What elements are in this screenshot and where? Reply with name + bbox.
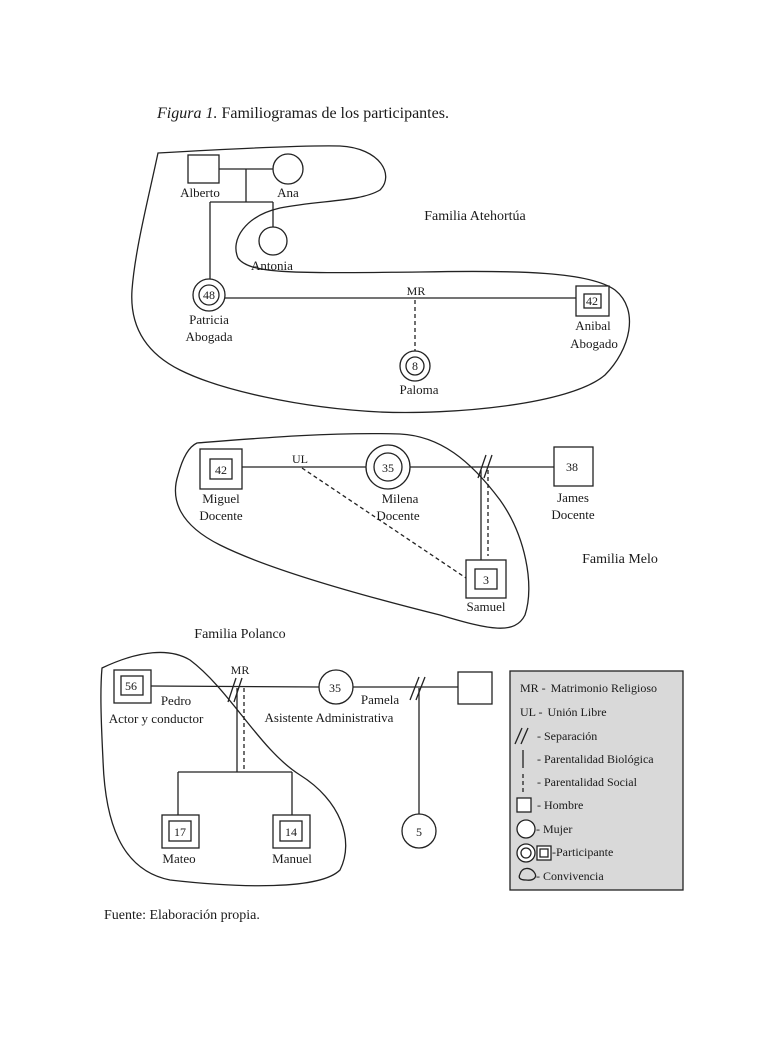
samuel-name: Samuel xyxy=(467,599,506,614)
antonia-female-symbol xyxy=(258,226,288,256)
paloma-age: 8 xyxy=(412,359,418,373)
family-melo-label: Familia Melo xyxy=(582,552,658,567)
legend-item-female: - Mujer xyxy=(536,822,572,836)
manuel-name: Manuel xyxy=(272,851,312,866)
anibal-occupation: Abogado xyxy=(570,336,618,351)
source-note: Fuente: Elaboración propia. xyxy=(104,908,260,923)
male-square-icon xyxy=(516,797,532,813)
figure-label: Figura 1. xyxy=(156,105,217,122)
pamela-age: 35 xyxy=(329,681,341,695)
cohabitation-icon xyxy=(518,867,537,881)
legend: MR -Matrimonio Religioso UL -Unión Libre… xyxy=(509,670,684,891)
polanco-union-type: MR xyxy=(231,663,250,677)
miguel-participant-inner xyxy=(209,458,233,480)
manuel-age: 14 xyxy=(285,825,297,839)
alberto-male-symbol xyxy=(187,154,220,184)
anibal-name: Anibal xyxy=(575,318,611,333)
legend-item-cohabitation: - Convivencia xyxy=(536,869,604,883)
james-occupation: Docente xyxy=(551,507,595,522)
separation-mark-4 xyxy=(233,677,243,703)
family-polanco-label: Familia Polanco xyxy=(194,627,285,642)
separation-mark-1 xyxy=(477,454,487,479)
legend-item-ul: UL -Unión Libre xyxy=(520,705,607,719)
separation-mark-2 xyxy=(483,454,493,479)
cohabitation-boundary-melo xyxy=(174,432,530,629)
patricia-occupation: Abogada xyxy=(186,329,233,344)
figure-title: Familiogramas de los participantes. xyxy=(221,105,449,122)
pedro-occupation: Actor y conductor xyxy=(109,711,204,726)
anibal-age: 42 xyxy=(586,294,598,308)
paloma-name: Paloma xyxy=(400,382,439,397)
ana-name: Ana xyxy=(277,185,299,200)
pamela-name: Pamela xyxy=(361,692,399,707)
miguel-name: Miguel xyxy=(202,491,240,506)
separation-mark-6 xyxy=(415,676,426,701)
james-name: James xyxy=(557,490,589,505)
mateo-name: Mateo xyxy=(162,851,195,866)
samuel-participant-inner xyxy=(474,568,498,590)
family-atehortua: Alberto Ana Antonia 48 Patricia Abogada … xyxy=(131,145,631,414)
legend-item-male: - Hombre xyxy=(537,798,583,812)
daughter-age: 5 xyxy=(416,825,422,839)
pedro-participant-inner xyxy=(120,675,144,696)
pamela-occupation: Asistente Administrativa xyxy=(265,710,394,725)
cohabitation-boundary-atehortua xyxy=(131,145,631,414)
legend-item-biological: - Parentalidad Biológica xyxy=(537,752,654,766)
legend-item-separation: - Separación xyxy=(537,729,597,743)
samuel-age: 3 xyxy=(483,573,489,587)
family-melo: 42 Miguel Docente UL 35 Milena Docente 3… xyxy=(174,432,658,629)
milena-age: 35 xyxy=(382,461,394,475)
samuel-social-parent-line xyxy=(301,467,467,579)
family-polanco: Familia Polanco 56 Pedro Actor y conduct… xyxy=(100,627,493,887)
paloma-participant-inner xyxy=(405,356,425,376)
james-age: 38 xyxy=(566,460,578,474)
cohabitation-boundary-polanco xyxy=(100,651,347,887)
alberto-name: Alberto xyxy=(180,185,220,200)
anibal-participant-inner xyxy=(583,293,602,309)
james-male-symbol xyxy=(553,446,594,487)
legend-item-participant: -Participante xyxy=(552,845,613,859)
pedro-age: 56 xyxy=(125,679,137,693)
legend-item-social: - Parentalidad Social xyxy=(537,775,638,789)
milena-name: Milena xyxy=(382,491,419,506)
female-circle-icon xyxy=(516,819,536,839)
mateo-participant-inner xyxy=(168,820,192,842)
ana-female-symbol xyxy=(272,153,304,185)
antonia-name: Antonia xyxy=(251,258,293,273)
separation-icon xyxy=(514,727,529,745)
daughter-female-symbol xyxy=(401,813,437,849)
figure-caption: Figura 1.Familiogramas de los participan… xyxy=(156,105,449,122)
mateo-age: 17 xyxy=(174,825,186,839)
miguel-age: 42 xyxy=(215,463,227,477)
patricia-participant-inner xyxy=(198,284,220,306)
miguel-occupation: Docente xyxy=(199,508,243,523)
participant-icon xyxy=(516,843,552,863)
patricia-age: 48 xyxy=(203,288,215,302)
pedro-name: Pedro xyxy=(161,693,191,708)
separation-mark-5 xyxy=(409,676,420,701)
legend-item-mr: MR -Matrimonio Religioso xyxy=(520,681,657,695)
patricia-name: Patricia xyxy=(189,312,229,327)
manuel-participant-inner xyxy=(279,820,303,842)
atehortua-union-type: MR xyxy=(407,284,426,298)
melo-union-type: UL xyxy=(292,452,308,466)
milena-occupation: Docente xyxy=(376,508,420,523)
separation-mark-3 xyxy=(227,677,237,703)
family-atehortua-label: Familia Atehortúa xyxy=(424,209,526,224)
expartner-male-symbol xyxy=(457,671,493,705)
milena-participant-inner xyxy=(373,452,403,482)
pedro-pamela-union-line xyxy=(150,685,320,688)
